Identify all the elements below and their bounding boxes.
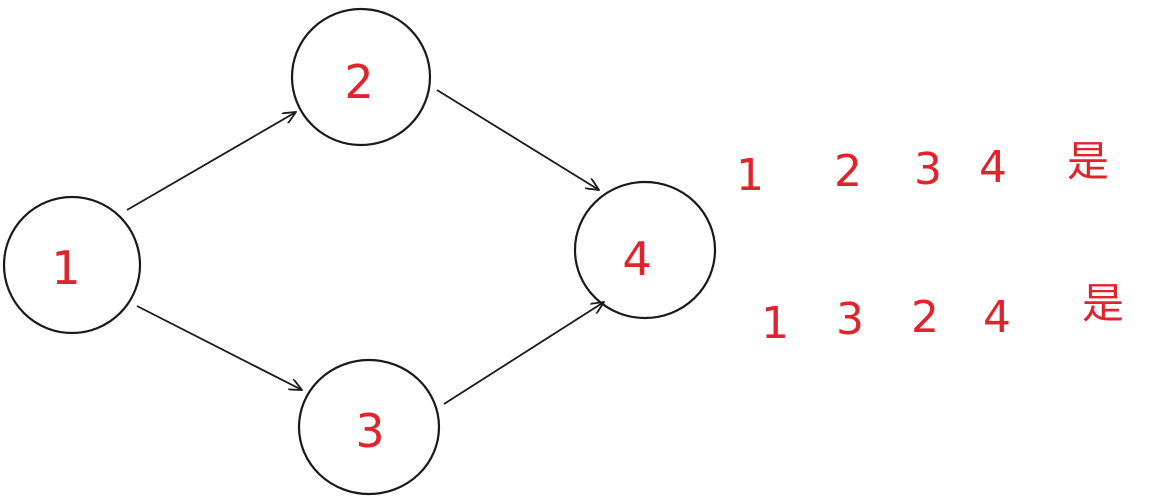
edge-1-to-2: [126, 112, 296, 211]
sequence-2: 1 3 2 4 是: [761, 279, 1124, 349]
node-4: 4: [573, 180, 717, 320]
sequence-1-item-4: 4: [979, 142, 1007, 193]
sequence-2-item-1: 1: [761, 298, 789, 349]
sequence-2-verdict: 是: [1082, 279, 1124, 328]
node-2: 2: [290, 7, 432, 147]
sequence-1-item-3: 3: [914, 144, 942, 195]
node-3: 3: [297, 358, 441, 496]
node-1-circle: [2, 195, 142, 335]
node-4-label: 4: [622, 232, 651, 286]
sequence-2-item-4: 4: [983, 292, 1011, 343]
edge-1-to-3: [136, 305, 302, 390]
sequence-1-verdict: 是: [1067, 137, 1109, 186]
node-3-label: 3: [355, 404, 384, 458]
sequence-2-item-3: 2: [911, 292, 939, 343]
node-1: 1: [2, 195, 142, 335]
sequence-1-item-1: 1: [736, 150, 764, 201]
node-1-label: 1: [51, 241, 80, 295]
node-2-circle: [290, 7, 432, 147]
sequence-1: 1 2 3 4 是: [736, 137, 1109, 201]
edges: [126, 89, 604, 405]
edge-3-to-4: [443, 302, 604, 405]
edge-2-to-4: [436, 89, 599, 190]
sequence-1-item-2: 2: [834, 146, 862, 197]
sequence-2-item-2: 3: [836, 294, 864, 345]
node-4-circle: [573, 180, 717, 320]
node-2-label: 2: [344, 55, 373, 109]
node-3-circle: [297, 358, 441, 496]
